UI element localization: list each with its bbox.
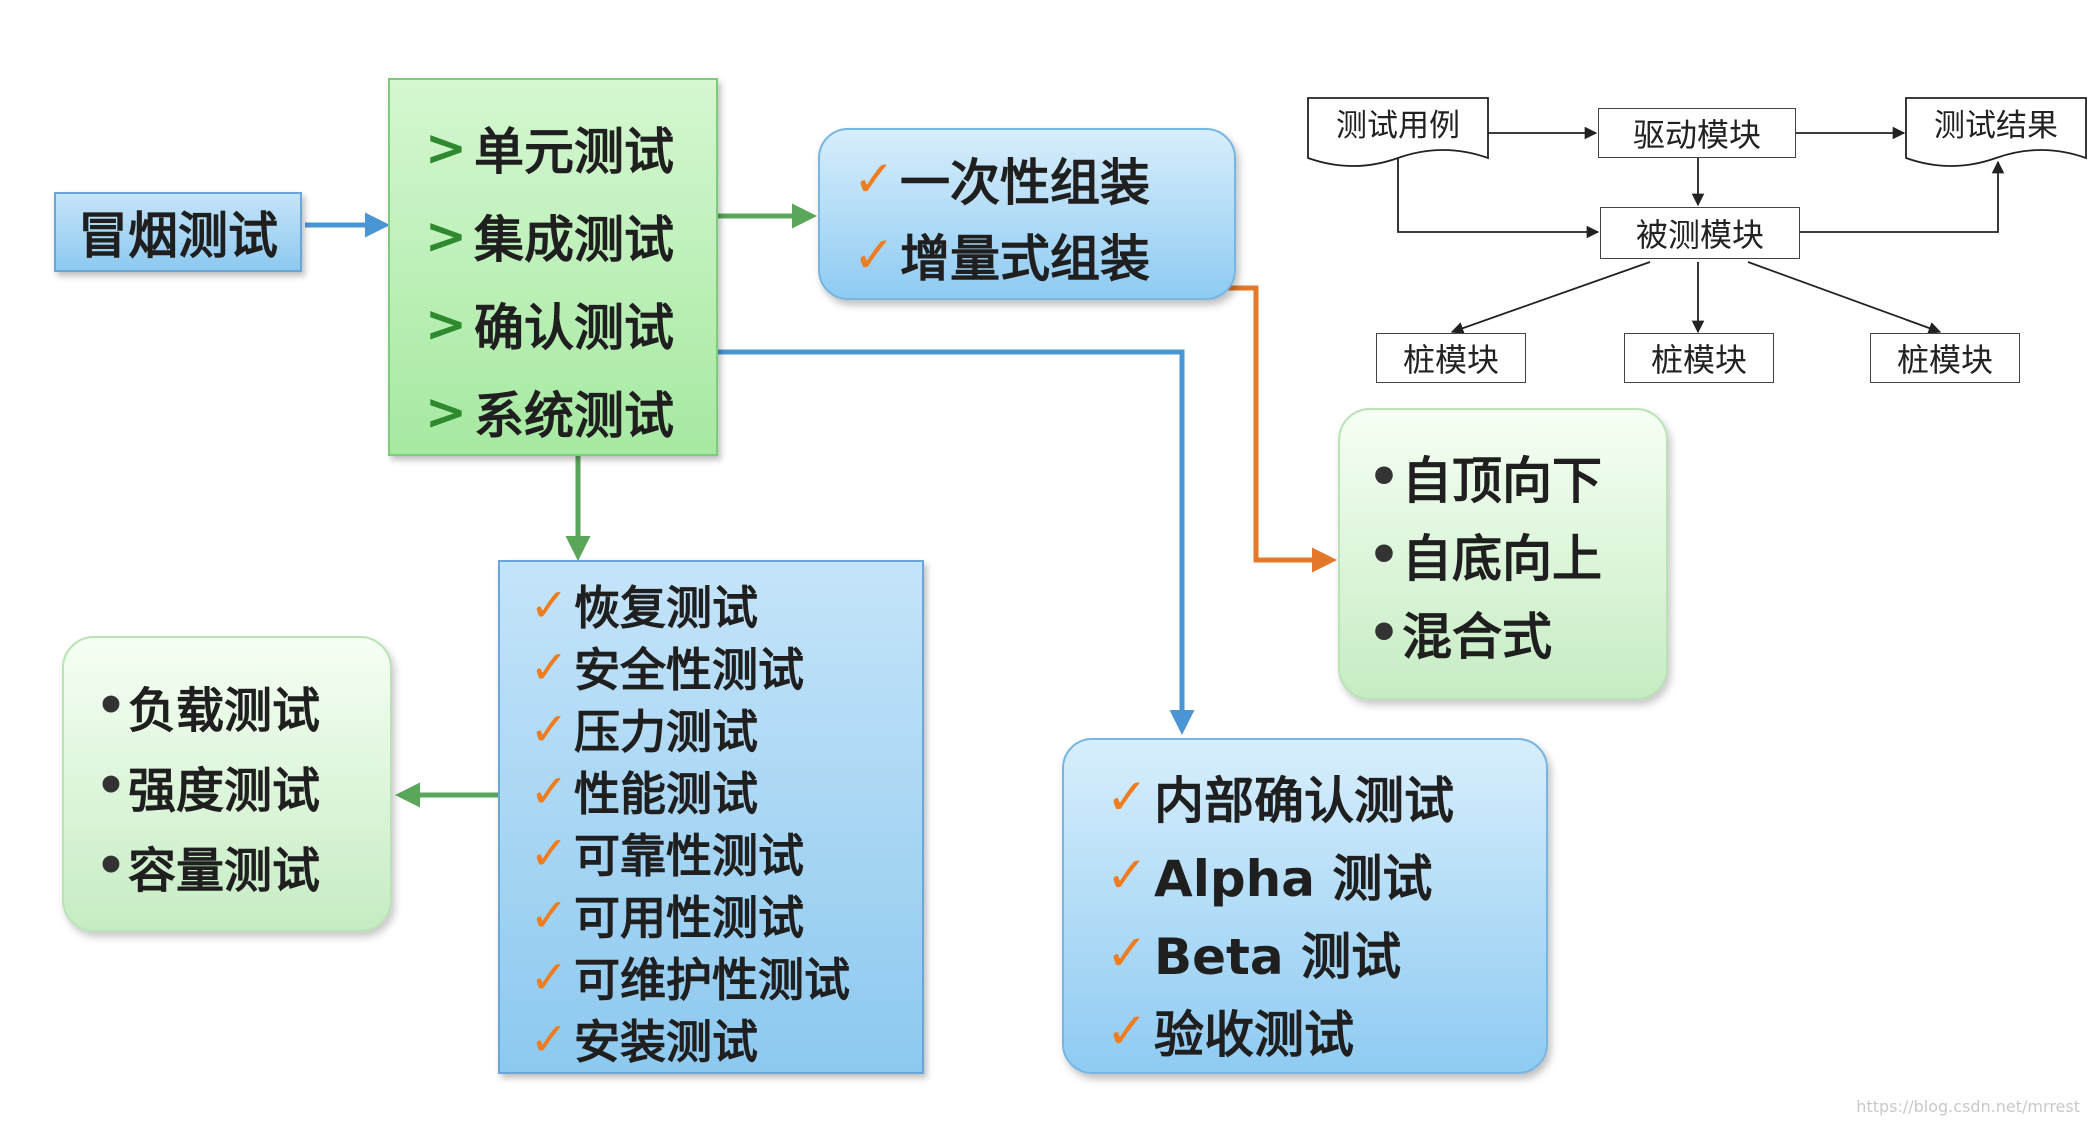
arrow-incremental-to-strategies (940, 285, 1337, 573)
system-test-label: 安装测试 (574, 1015, 758, 1069)
strategy-label: 自顶向下 (1402, 452, 1602, 510)
strategy-label: 自底向上 (1402, 530, 1602, 588)
check-icon: ✓ (529, 640, 569, 694)
test-levels-box: > 单元测试 > 集成测试 > 确认测试 > 系统测试 (388, 78, 718, 456)
test-case-doc-shape (1307, 97, 1489, 167)
bullet-dot-icon: • (1368, 604, 1400, 662)
check-icon: ✓ (529, 1012, 569, 1066)
system-test-item: ✓ 可靠性测试 (524, 822, 804, 884)
check-icon: ✓ (1106, 846, 1148, 904)
system-test-item: ✓ 可维护性测试 (524, 946, 850, 1008)
check-icon: ✓ (1106, 1002, 1148, 1060)
level-item: > 系统测试 (418, 368, 674, 456)
level-label: 单元测试 (474, 123, 674, 181)
stub-module-box: 桩模块 (1624, 333, 1774, 383)
watermark-text: https://blog.csdn.net/mrrest (1856, 1097, 2080, 1116)
level-item: > 单元测试 (418, 104, 674, 192)
level-item: > 确认测试 (418, 280, 674, 368)
system-test-item: ✓ 压力测试 (524, 698, 758, 760)
system-test-item: ✓ 安全性测试 (524, 636, 804, 698)
incremental-strategies-box: • 自顶向下 • 自底向上 • 混合式 (1338, 408, 1668, 700)
system-test-label: 性能测试 (574, 767, 758, 821)
check-icon: ✓ (529, 702, 569, 756)
level-item: > 集成测试 (418, 192, 674, 280)
test-result-doc-shape (1905, 97, 2087, 167)
subtest-label: 容量测试 (128, 843, 321, 899)
system-test-label: 可靠性测试 (574, 829, 804, 883)
subtest-item: • 强度测试 (94, 746, 320, 826)
check-icon: ✓ (853, 150, 895, 208)
bullet-dot-icon: • (1368, 448, 1400, 506)
integration-methods-box: ✓ 一次性组装 ✓ 增量式组装 (818, 128, 1236, 300)
bullet-dot-icon: • (95, 678, 127, 734)
check-icon: ✓ (529, 888, 569, 942)
system-test-item: ✓ 恢复测试 (524, 574, 758, 636)
check-icon: ✓ (1106, 768, 1148, 826)
test-case-label: 测试用例 (1336, 108, 1460, 144)
level-label: 系统测试 (474, 387, 674, 445)
subtest-item: • 容量测试 (94, 826, 320, 906)
subtest-label: 强度测试 (128, 763, 321, 819)
subtest-label: 负载测试 (128, 683, 321, 739)
test-result-label: 测试结果 (1934, 108, 2058, 144)
subtest-item: • 负载测试 (94, 666, 320, 746)
check-icon: ✓ (529, 950, 569, 1004)
acceptance-item: ✓ 内部确认测试 (1100, 758, 1454, 836)
system-test-label: 压力测试 (574, 705, 758, 759)
strategy-item: • 混合式 (1366, 594, 1552, 672)
bullet-dot-icon: • (95, 758, 127, 814)
system-test-item: ✓ 可用性测试 (524, 884, 804, 946)
system-test-label: 可维护性测试 (574, 953, 850, 1007)
bullet-dot-icon: • (1368, 526, 1400, 584)
driver-module-box: 驱动模块 (1598, 108, 1796, 158)
strategy-item: • 自底向上 (1366, 516, 1602, 594)
module-under-test-box: 被测模块 (1600, 207, 1800, 259)
method-item: ✓ 一次性组装 (848, 140, 1150, 218)
system-test-item: ✓ 性能测试 (524, 760, 758, 822)
level-label: 确认测试 (474, 299, 674, 357)
smoke-test-box: 冒烟测试 (54, 192, 302, 272)
strategy-label: 混合式 (1402, 608, 1552, 666)
acceptance-label: Beta 测试 (1154, 928, 1402, 986)
system-test-item: ✓ 安装测试 (524, 1008, 758, 1070)
arrowhead-bullet-icon: > (425, 119, 467, 177)
check-icon: ✓ (853, 226, 895, 284)
method-item: ✓ 增量式组装 (848, 216, 1150, 294)
acceptance-label: 内部确认测试 (1154, 772, 1454, 830)
check-icon: ✓ (529, 578, 569, 632)
arrowhead-bullet-icon: > (425, 207, 467, 265)
level-label: 集成测试 (474, 211, 674, 269)
method-label: 一次性组装 (900, 154, 1150, 212)
check-icon: ✓ (1106, 924, 1148, 982)
module-figure-lines (1397, 126, 2005, 335)
acceptance-item: ✓ Beta 测试 (1100, 914, 1401, 992)
acceptance-item: ✓ Alpha 测试 (1100, 836, 1432, 914)
system-test-label: 恢复测试 (574, 581, 758, 635)
performance-subtests-box: • 负载测试 • 强度测试 • 容量测试 (62, 636, 392, 932)
stub-module-box: 桩模块 (1376, 333, 1526, 383)
stub-module-box: 桩模块 (1870, 333, 2020, 383)
acceptance-label: 验收测试 (1154, 1006, 1354, 1064)
acceptance-tests-box: ✓ 内部确认测试 ✓ Alpha 测试 ✓ Beta 测试 ✓ 验收测试 (1062, 738, 1548, 1074)
check-icon: ✓ (529, 826, 569, 880)
strategy-item: • 自顶向下 (1366, 438, 1602, 516)
acceptance-label: Alpha 测试 (1154, 850, 1433, 908)
bullet-dot-icon: • (95, 838, 127, 894)
acceptance-item: ✓ 验收测试 (1100, 992, 1354, 1070)
method-label: 增量式组装 (900, 230, 1150, 288)
system-tests-box: ✓ 恢复测试 ✓ 安全性测试 ✓ 压力测试 ✓ 性能测试 ✓ 可靠性测试 ✓ 可… (498, 560, 924, 1074)
system-test-label: 安全性测试 (574, 643, 804, 697)
system-test-label: 可用性测试 (574, 891, 804, 945)
arrowhead-bullet-icon: > (425, 383, 467, 441)
check-icon: ✓ (529, 764, 569, 818)
smoke-test-label: 冒烟测试 (78, 207, 278, 265)
arrowhead-bullet-icon: > (425, 295, 467, 353)
